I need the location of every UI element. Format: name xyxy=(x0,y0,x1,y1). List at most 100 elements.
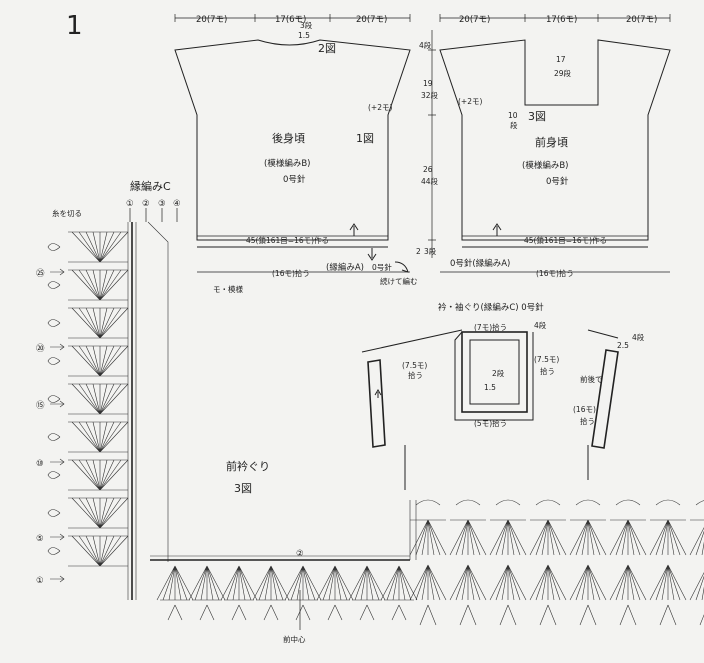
lace-fan-h xyxy=(156,565,194,601)
lace-vertical xyxy=(47,231,129,567)
lace-fan-r xyxy=(449,499,487,556)
row-marker-1: ① xyxy=(36,576,44,586)
lace-fringe xyxy=(199,604,215,621)
lace-fringe-r xyxy=(499,604,517,626)
collar-side-rows: 4段 xyxy=(632,332,645,342)
row-marker-20: ⑳ xyxy=(36,344,45,354)
lace-fan-h xyxy=(316,565,354,601)
collar-right-pick: (16モ) xyxy=(573,405,596,414)
lace-fan xyxy=(68,345,129,377)
lace-fan-h xyxy=(220,565,258,601)
lace-fringe xyxy=(391,604,407,621)
front-bottom-label: 45(鎖161目=16モ)作る xyxy=(524,235,607,245)
lace-fringe-r xyxy=(419,604,437,626)
back-pickup: (16モ)拾う xyxy=(272,268,310,278)
lace-fringe-r xyxy=(699,614,704,626)
front-border: 0号針(縁編みA) xyxy=(450,258,510,269)
lace-horizontal xyxy=(156,565,418,621)
edging-title: 縁編みC xyxy=(130,179,171,193)
lace-fringe xyxy=(167,604,183,621)
lace-picot xyxy=(47,395,61,403)
lace-fan xyxy=(68,231,129,263)
row-marker-10: ⑩ xyxy=(36,459,44,469)
lace-picot xyxy=(47,471,61,479)
collar-right2: 拾う xyxy=(540,366,555,376)
front-pickup: (16モ)拾う xyxy=(536,268,574,278)
back-pattern: (模様編みB) xyxy=(264,158,310,169)
lace-picot xyxy=(47,509,61,517)
back-dim-left: 20(7モ) xyxy=(196,15,227,25)
lace-fringe xyxy=(327,604,343,621)
lace-fan-h xyxy=(252,565,290,601)
row-arrow xyxy=(50,533,65,541)
back-title: 後身頃 xyxy=(272,131,305,145)
lace-fringe-r xyxy=(619,604,637,626)
lace-fan-h xyxy=(284,565,322,601)
lace-right-column xyxy=(409,499,704,626)
collar-top-rows: 4段 xyxy=(534,320,547,330)
front-dim-left: 20(7モ) xyxy=(459,15,490,25)
lace-fan-r2 xyxy=(409,564,447,601)
dim-26: 26 xyxy=(423,165,433,174)
back-panel: 20(7モ) 17(6モ) 20(7モ) 3段 1.5 2図 (+2モ) 後身頃… xyxy=(174,14,418,294)
front-title: 前身頃 xyxy=(535,135,568,149)
front-fig-label: 3図 xyxy=(528,110,546,123)
lace-fan-r2 xyxy=(449,564,487,601)
figure-number: 1 xyxy=(66,11,83,41)
front-needle: 0号針 xyxy=(546,176,569,187)
lace-picot xyxy=(47,319,61,327)
row-arrow xyxy=(50,268,65,276)
lace-fan-r xyxy=(609,499,647,556)
front-neck-10-rows: 段 xyxy=(510,120,518,130)
lace-fan-r xyxy=(409,499,447,556)
dim-19: 19 xyxy=(423,79,433,88)
lace-fringe-r xyxy=(459,604,477,626)
lace-fan xyxy=(68,497,129,529)
lace-corner xyxy=(409,500,417,560)
back-increase: (+2モ) xyxy=(368,103,392,112)
motif-label: モ・模様 xyxy=(213,284,243,294)
continue-note: 続けて編む xyxy=(380,276,418,286)
front-neck-label: 前衿ぐり xyxy=(226,459,270,473)
front-panel: 20(7モ) 17(6モ) 20(7モ) 17 29段 10 段 3図 (+2モ… xyxy=(439,14,671,278)
lace-fringe xyxy=(359,604,375,621)
dim-32: 32段 xyxy=(421,90,439,100)
lace-picot xyxy=(47,547,61,555)
lace-fan-r2 xyxy=(689,572,704,601)
lace-fan xyxy=(68,459,129,491)
row-marker-25: ㉕ xyxy=(36,269,45,279)
lace-zigzag-line xyxy=(147,221,169,562)
lace-fan xyxy=(68,383,129,415)
neck-depth: 3段 xyxy=(300,20,313,30)
collar-side-marker: 2.5 xyxy=(617,341,629,350)
collar-right-side: 前後で xyxy=(580,374,603,384)
edging-c: 縁編みC ① ② ③ ④ 糸を切る ㉕ ⑳ ⑮ ⑩ ⑤ ① 前衿ぐり 3図 ② … xyxy=(36,179,704,644)
front-center-label: 前中心 xyxy=(283,634,306,644)
lace-fan xyxy=(68,269,129,301)
lace-fan xyxy=(68,421,129,453)
back-dim-right: 20(7モ) xyxy=(356,15,387,25)
collar-top: (7モ)拾う xyxy=(474,322,507,332)
marker-2: ② xyxy=(296,549,304,559)
back-fig1: 1図 xyxy=(356,132,374,145)
front-neck-10: 10 xyxy=(508,111,518,120)
lace-fan-r2 xyxy=(529,564,567,601)
back-border: (縁編みA) xyxy=(326,262,364,273)
row-arrow xyxy=(50,575,65,583)
collar-right-pick2: 拾う xyxy=(580,416,595,426)
row-arrow xyxy=(50,400,65,408)
row-arrow xyxy=(50,343,65,351)
front-dim-right: 20(7モ) xyxy=(626,15,657,25)
front-dim-center: 17(6モ) xyxy=(546,15,577,25)
collar-inner: 1.5 xyxy=(484,383,496,392)
row-arrows xyxy=(50,268,65,583)
lace-fan-h xyxy=(380,565,418,601)
lace-picot xyxy=(47,433,61,441)
collar-schematic: 衿・袖ぐり(縁編みC) 0号針 (7モ)拾う 4段 (7.5モ) 拾う (7.5… xyxy=(361,302,645,490)
row-marker-15: ⑮ xyxy=(36,401,45,411)
side-dimensions: 4段 19 32段 26 44段 2 3段 xyxy=(416,30,439,258)
lace-fan-r xyxy=(529,499,567,556)
front-pattern: (模様編みB) xyxy=(522,160,568,171)
lace-fringe-r xyxy=(659,604,677,626)
collar-bottom: (5モ)拾う xyxy=(474,418,507,428)
